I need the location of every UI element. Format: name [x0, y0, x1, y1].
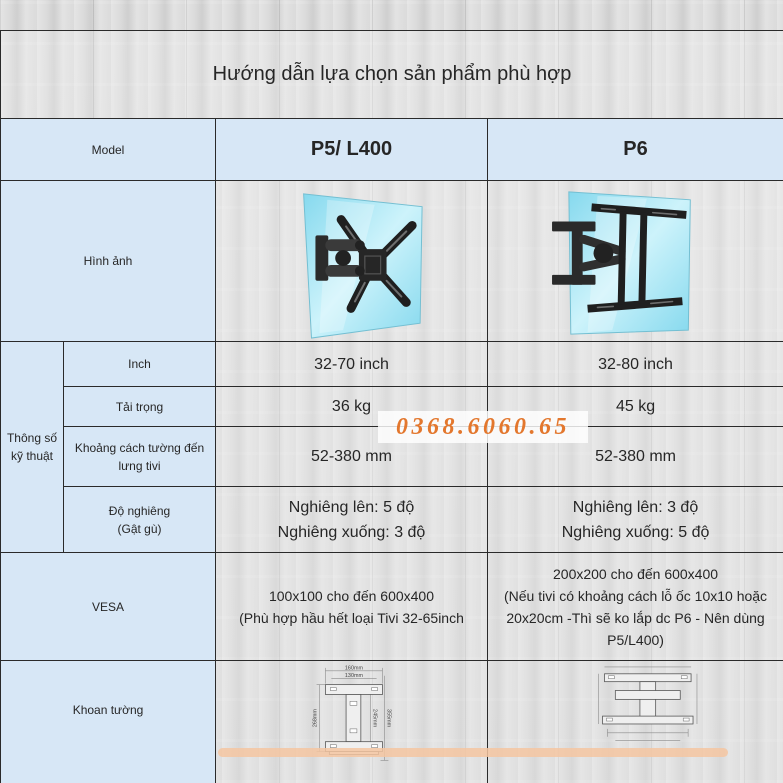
p6-vesa-cell: 200x200 cho đến 600x400 (Nếu tivi có kho…: [486, 552, 783, 661]
center-plate: [358, 248, 387, 281]
spec-label-cell-wall-distance: Khoảng cách tường đến lưng tivi: [63, 426, 216, 487]
page-title-cell: Hướng dẫn lựa chọn sản phẩm phù hợp: [0, 30, 783, 119]
comparison-table-wrapper: Hướng dẫn lựa chọn sản phẩm phù hợp Mode…: [0, 30, 783, 783]
spec-label-wall-distance-line-1: Khoảng cách tường đến: [74, 440, 205, 455]
p6-tilt-down: Nghiêng xuống: 5 độ: [561, 523, 710, 541]
p5-l400-tilt-up: Nghiêng lên: 5 độ: [288, 498, 415, 516]
title-row: Hướng dẫn lựa chọn sản phẩm phù hợp: [0, 30, 783, 119]
image-row: Hình ảnh: [0, 180, 783, 342]
p6-vesa-line-3: 20x20cm -Thì sẽ ko lắp dc P6 - Nên dùng: [506, 609, 765, 626]
p6-vesa-line-2: (Nếu tivi có khoảng cách lỗ ốc 10x10 hoặ…: [504, 587, 768, 604]
image-label: Hình ảnh: [83, 254, 133, 268]
product-header-p5-l400: P5/ L400: [215, 118, 488, 181]
p5-l400-vesa-cell: 100x100 cho đến 600x400 (Phù hợp hầu hết…: [215, 552, 488, 661]
lower-arm: [325, 264, 363, 277]
arm-joint: [335, 249, 351, 266]
vesa-label: VESA: [91, 599, 124, 614]
tv-screen-shape: [568, 190, 691, 335]
specs-group-label-line-2: kỹ thuật: [10, 449, 54, 463]
dimension-lines: [598, 666, 698, 741]
spec-label-wall-distance-line-2: lưng tivi: [118, 458, 161, 473]
specs-group-label-line-1: Thông số: [6, 431, 58, 445]
spec-label-load: Tải trọng: [115, 399, 164, 414]
model-label-cell: Model: [0, 118, 216, 181]
rail-slots: [596, 207, 678, 308]
spec-label-cell-load: Tải trọng: [63, 386, 216, 427]
header-row: Model P5/ L400 P6: [0, 118, 783, 181]
p6-wall-distance-value: 52-380 mm: [595, 448, 676, 465]
p6-vesa-line-1: 200x200 cho đến 600x400: [553, 565, 719, 582]
p5-l400-mount-image: [303, 192, 423, 339]
center-plate-outline: [364, 254, 382, 274]
bracket-outline: [602, 673, 694, 725]
dimension-label-160: 160mm: [345, 665, 364, 671]
dimension-label-355: 355mm: [385, 709, 391, 728]
orange-banner-edge: [218, 748, 728, 757]
h-bracket-uprights: [617, 211, 648, 305]
drilling-label: Khoan tường: [72, 703, 144, 718]
p5-l400-vesa-line-2: (Phù hợp hầu hết loại Tivi 32-65inch: [239, 609, 464, 626]
drilling-label-cell: Khoan tường: [0, 660, 216, 783]
p5-l400-image-cell: [215, 180, 488, 342]
p5-l400-inch-value: 32-70 inch: [314, 355, 389, 373]
p5-l400-drilling-diagram: 160mm 130mm 268mm 245mm 355mm: [313, 665, 391, 761]
arm-joint: [354, 265, 365, 276]
p6-load-value: 45 kg: [615, 398, 656, 415]
dimension-label-245: 245mm: [372, 709, 378, 728]
phone-number-text: 0368.6060.65: [396, 414, 570, 440]
product-name-p5-l400: P5/ L400: [310, 138, 393, 160]
vesa-label-cell: VESA: [0, 552, 216, 661]
model-label: Model: [91, 142, 125, 157]
image-label-cell: Hình ảnh: [0, 180, 216, 342]
p6-drilling-cell: [486, 660, 783, 783]
p6-vesa-line-4: P5/L400): [607, 631, 664, 648]
p6-tilt-cell: Nghiêng lên: 3 độ Nghiêng xuống: 5 độ: [486, 486, 783, 553]
p6-mount-image: [552, 190, 691, 335]
p6-image-cell: [486, 180, 783, 342]
p6-inch-cell: 32-80 inch: [486, 341, 783, 387]
p6-drilling-diagram: [598, 666, 698, 741]
arm-joint: [354, 239, 365, 250]
upper-arm: [325, 238, 363, 251]
mounting-holes: [606, 675, 690, 722]
p5-l400-inch-cell: 32-70 inch: [215, 341, 488, 387]
comparison-table: Hướng dẫn lựa chọn sản phẩm phù hợp Mode…: [0, 30, 783, 783]
p5-l400-tilt-cell: Nghiêng lên: 5 độ Nghiêng xuống: 3 độ: [215, 486, 488, 553]
spec-row-tilt: Độ nghiêng (Gật gù) Nghiêng lên: 5 độ Ng…: [1, 486, 783, 553]
x-bracket-slots: [345, 224, 408, 302]
product-header-p6: P6: [486, 118, 783, 181]
arm-joint: [593, 242, 614, 263]
page-title: Hướng dẫn lựa chọn sản phẩm phù hợp: [212, 63, 572, 85]
p6-inch-value: 32-80 inch: [598, 355, 673, 373]
p5-l400-drilling-cell: 160mm 130mm 268mm 245mm 355mm: [215, 660, 488, 783]
p6-tilt-up: Nghiêng lên: 3 độ: [572, 498, 699, 516]
p5-l400-vesa-line-1: 100x100 cho đến 600x400: [268, 587, 435, 604]
wall-plate: [315, 234, 329, 281]
product-name-p6: P6: [623, 138, 648, 160]
phone-watermark: 0368.6060.65: [378, 411, 588, 443]
p5-l400-tilt-down: Nghiêng xuống: 3 độ: [277, 523, 426, 541]
spec-row-inch: Thông số kỹ thuật Inch 32-70 inch 32-80 …: [0, 341, 783, 553]
vesa-row: VESA 100x100 cho đến 600x400 (Phù hợp hầ…: [0, 552, 783, 661]
mounting-holes: [330, 687, 378, 748]
spec-label-tilt-line-1: Độ nghiêng: [108, 503, 171, 518]
spec-label-cell-tilt: Độ nghiêng (Gật gù): [63, 486, 216, 553]
drilling-row: Khoan tường 160: [0, 660, 783, 783]
p5-l400-load-value: 36 kg: [331, 398, 372, 415]
dimension-label-268: 268mm: [313, 708, 319, 727]
specs-group-label-cell: Thông số kỹ thuật: [0, 341, 64, 553]
spec-label-cell-inch: Inch: [63, 341, 216, 387]
spec-label-tilt-line-2: (Gật gù): [117, 521, 162, 536]
dimension-lines: [316, 667, 389, 761]
p5-l400-wall-distance-value: 52-380 mm: [311, 448, 392, 465]
spec-label-inch: Inch: [128, 357, 151, 371]
dimension-label-130: 130mm: [345, 673, 364, 679]
